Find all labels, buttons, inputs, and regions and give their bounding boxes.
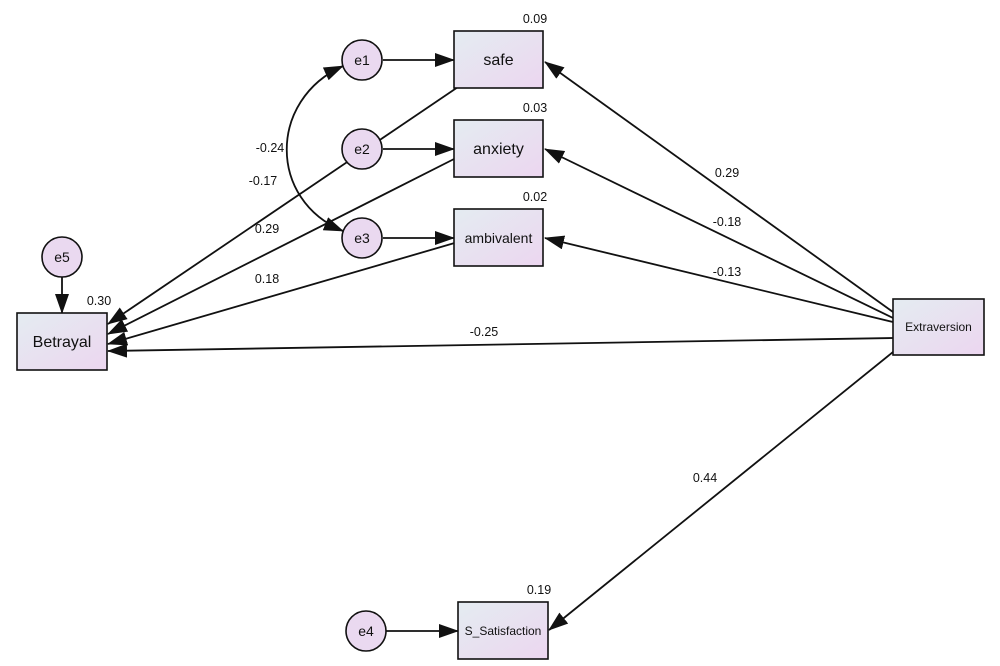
edge-extraversion-safe <box>544 61 894 313</box>
edge-anxiety-betrayal <box>107 156 459 335</box>
node-anxiety[interactable]: anxiety <box>453 119 544 178</box>
coef-anxiety-betrayal: 0.29 <box>255 222 279 236</box>
node-safe-label: safe <box>483 52 513 69</box>
error-e2-label: e2 <box>354 141 370 157</box>
coef-extraversion-ambivalent: -0.13 <box>713 265 742 279</box>
node-betrayal[interactable]: Betrayal <box>16 312 108 371</box>
node-extraversion[interactable]: Extraversion <box>892 298 985 356</box>
error-e2[interactable]: e2 <box>341 128 383 170</box>
error-e3-label: e3 <box>354 230 370 246</box>
node-s-satisfaction[interactable]: S_Satisfaction <box>457 601 549 660</box>
coef-safe-betrayal: -0.17 <box>249 174 278 188</box>
node-ambivalent[interactable]: ambivalent <box>453 208 544 267</box>
coef-extraversion-s-satisfaction: 0.44 <box>693 471 717 485</box>
error-e4[interactable]: e4 <box>345 610 387 652</box>
node-safe[interactable]: safe <box>453 30 544 89</box>
coef-extraversion-safe: 0.29 <box>715 166 739 180</box>
error-e1[interactable]: e1 <box>341 39 383 81</box>
coef-extraversion-betrayal: -0.25 <box>470 325 499 339</box>
covariance-e1-e3 <box>286 65 344 232</box>
r2-safe: 0.09 <box>523 12 547 26</box>
coef-extraversion-anxiety: -0.18 <box>713 215 742 229</box>
coef-e1-e3-covariance: -0.24 <box>256 141 285 155</box>
edge-extraversion-betrayal <box>107 337 894 358</box>
error-e3[interactable]: e3 <box>341 217 383 259</box>
edge-ambivalent-betrayal <box>107 241 459 346</box>
error-e1-label: e1 <box>354 52 370 68</box>
edge-extraversion-s-satisfaction <box>548 351 894 631</box>
error-e5-label: e5 <box>54 249 70 265</box>
edge-extraversion-ambivalent <box>544 235 894 323</box>
node-anxiety-label: anxiety <box>473 141 524 158</box>
r2-anxiety: 0.03 <box>523 101 547 115</box>
edge-extraversion-anxiety <box>544 148 894 319</box>
r2-betrayal: 0.30 <box>87 294 111 308</box>
error-e5[interactable]: e5 <box>41 236 83 278</box>
edge-safe-betrayal <box>107 86 459 325</box>
node-betrayal-label: Betrayal <box>33 334 92 351</box>
node-extraversion-label: Extraversion <box>905 320 972 334</box>
r2-s-satisfaction: 0.19 <box>527 583 551 597</box>
node-ambivalent-label: ambivalent <box>465 230 533 246</box>
coef-ambivalent-betrayal: 0.18 <box>255 272 279 286</box>
error-e4-label: e4 <box>358 623 374 639</box>
node-s-satisfaction-label: S_Satisfaction <box>465 624 542 638</box>
r2-ambivalent: 0.02 <box>523 190 547 204</box>
